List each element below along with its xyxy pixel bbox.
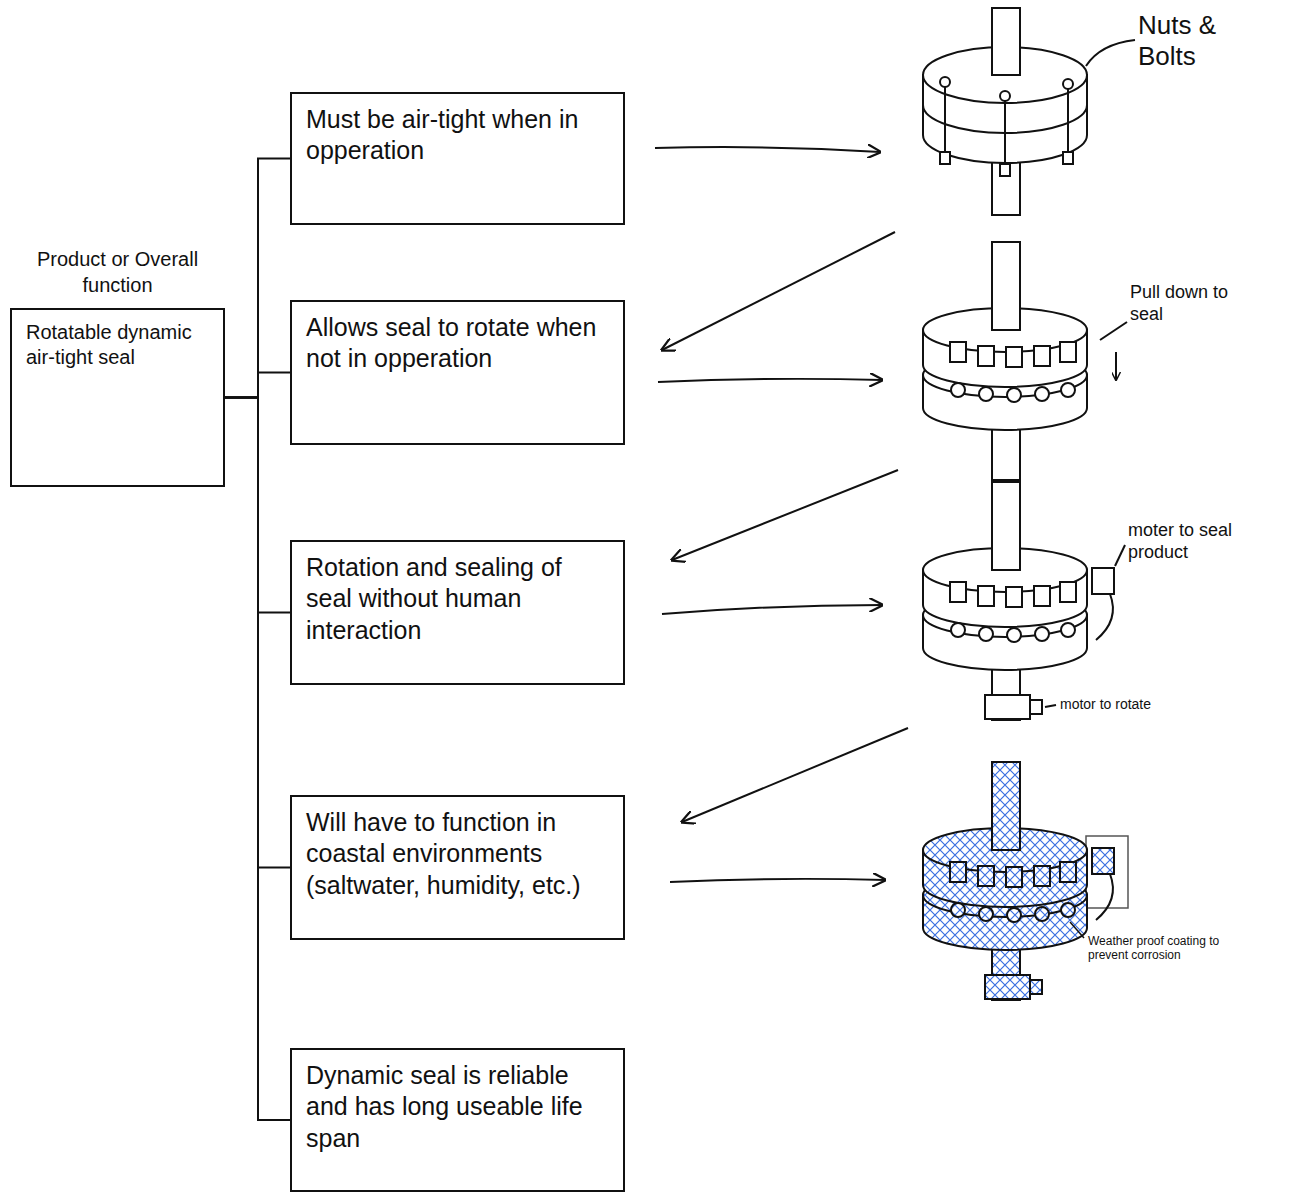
nut: [1000, 164, 1010, 176]
motor-wire: [1096, 874, 1113, 920]
bolted-seal: [923, 8, 1087, 215]
annotation-label: moter to seal product: [1128, 520, 1278, 563]
tree-connector: [225, 398, 290, 1121]
requirement-box: Dynamic seal is reliable and has long us…: [290, 1048, 625, 1192]
function-box: Product or Overall functionRotatable dyn…: [10, 308, 225, 487]
rotate-motor: [1030, 980, 1042, 994]
shaft: [992, 8, 1020, 75]
arrow: [682, 728, 908, 822]
leader-line: [1045, 705, 1056, 707]
box-text: Will have to function in coastal environ…: [306, 807, 609, 901]
bolt: [1067, 84, 1069, 160]
bolt-head: [940, 77, 950, 87]
coated-seal: [923, 762, 1087, 1000]
leader-line: [1070, 922, 1084, 938]
latch-seal: [923, 242, 1087, 480]
seal-motor: [1092, 568, 1114, 594]
pull-arrow: [1115, 352, 1117, 380]
leader-line: [1086, 40, 1135, 66]
arrow: [658, 379, 882, 382]
leader-line: [1115, 545, 1125, 566]
annotation-label: Weather proof coating to prevent corrosi…: [1088, 934, 1228, 963]
node-heading: Product or Overall function: [12, 246, 223, 298]
requirement-box: Allows seal to rotate when not in oppera…: [290, 300, 625, 445]
annotation-label: motor to rotate: [1060, 696, 1170, 713]
bolt: [1004, 96, 1006, 172]
leader-line: [1100, 322, 1127, 340]
rotate-motor-collar: [985, 975, 1030, 999]
annotation-label: Pull down to seal: [1130, 282, 1230, 325]
bolt-head: [1000, 91, 1010, 101]
box-text: Allows seal to rotate when not in oppera…: [306, 312, 609, 375]
box-text: Rotatable dynamic air-tight seal: [26, 320, 209, 370]
coated-motor-parts: [985, 848, 1114, 999]
arrow: [662, 232, 895, 350]
requirement-box: Must be air-tight when in opperation: [290, 92, 625, 225]
tree-connector: [225, 159, 290, 398]
box-text: Rotation and sealing of seal without hum…: [306, 552, 609, 646]
motorised-seal: [923, 482, 1087, 720]
flow-arrows: [655, 147, 908, 882]
nut: [940, 152, 950, 164]
nut: [1063, 152, 1073, 164]
bolt: [944, 82, 946, 160]
bolt-head: [1063, 79, 1073, 89]
motor-housing: [1086, 836, 1128, 908]
requirement-box: Rotation and sealing of seal without hum…: [290, 540, 625, 685]
box-text: Dynamic seal is reliable and has long us…: [306, 1060, 609, 1154]
rotate-motor-collar: [985, 695, 1030, 719]
arrow: [662, 605, 882, 614]
box-text: Must be air-tight when in opperation: [306, 104, 609, 167]
arrow: [672, 470, 898, 560]
arrow: [670, 879, 885, 882]
requirement-box: Will have to function in coastal environ…: [290, 795, 625, 940]
annotation-label: Nuts & Bolts: [1138, 10, 1258, 72]
tree-connector: [225, 373, 290, 398]
seal-motor: [1092, 848, 1114, 874]
motor-wire: [1096, 594, 1113, 640]
rotate-motor: [1030, 700, 1042, 714]
arrow: [655, 147, 880, 152]
